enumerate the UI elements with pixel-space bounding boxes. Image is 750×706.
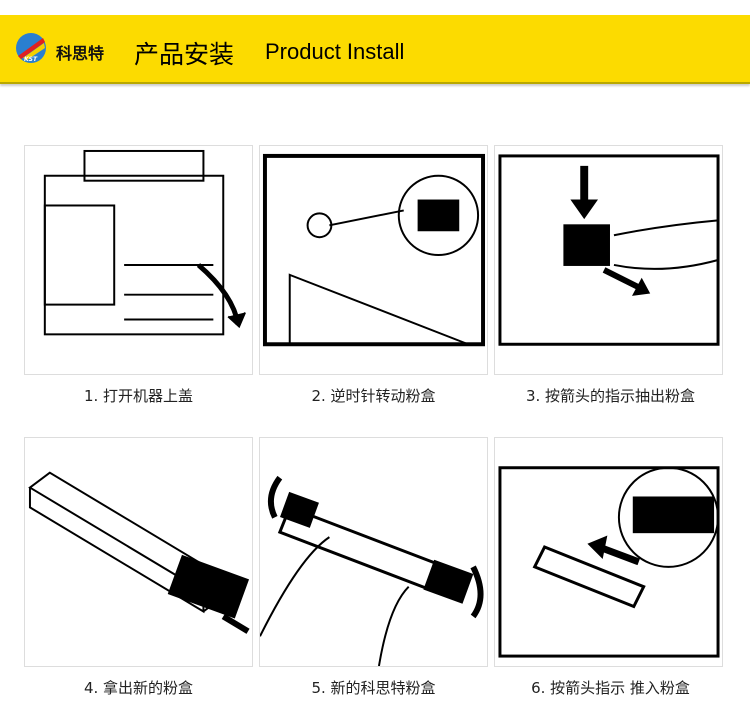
step-6-illustration [494, 437, 723, 667]
header-banner: KST 科思特 产品安装 Product Install [0, 15, 750, 84]
step-4-illustration [24, 437, 253, 667]
step-6-caption: 6. 按箭头指示 推入粉盒 [531, 679, 690, 697]
brand-name: 科思特 [56, 44, 105, 63]
step-3-illustration [494, 145, 723, 375]
step-2-caption: 2. 逆时针转动粉盒 [311, 387, 436, 405]
page-title-en: Product Install [265, 39, 405, 64]
step-1-caption: 1. 打开机器上盖 [83, 387, 194, 405]
svg-text:KST: KST [24, 56, 38, 63]
kst-logo: KST [16, 33, 46, 63]
page-title: 产品安装 [134, 40, 235, 69]
step-5-caption: 5. 新的科思特粉盒 [311, 679, 436, 697]
step-5-illustration [259, 437, 488, 667]
step-1-illustration [24, 145, 253, 375]
step-3-caption: 3. 按箭头的指示抽出粉盒 [525, 387, 696, 405]
step-2-illustration [259, 145, 488, 375]
step-4-caption: 4. 拿出新的粉盒 [83, 679, 194, 697]
